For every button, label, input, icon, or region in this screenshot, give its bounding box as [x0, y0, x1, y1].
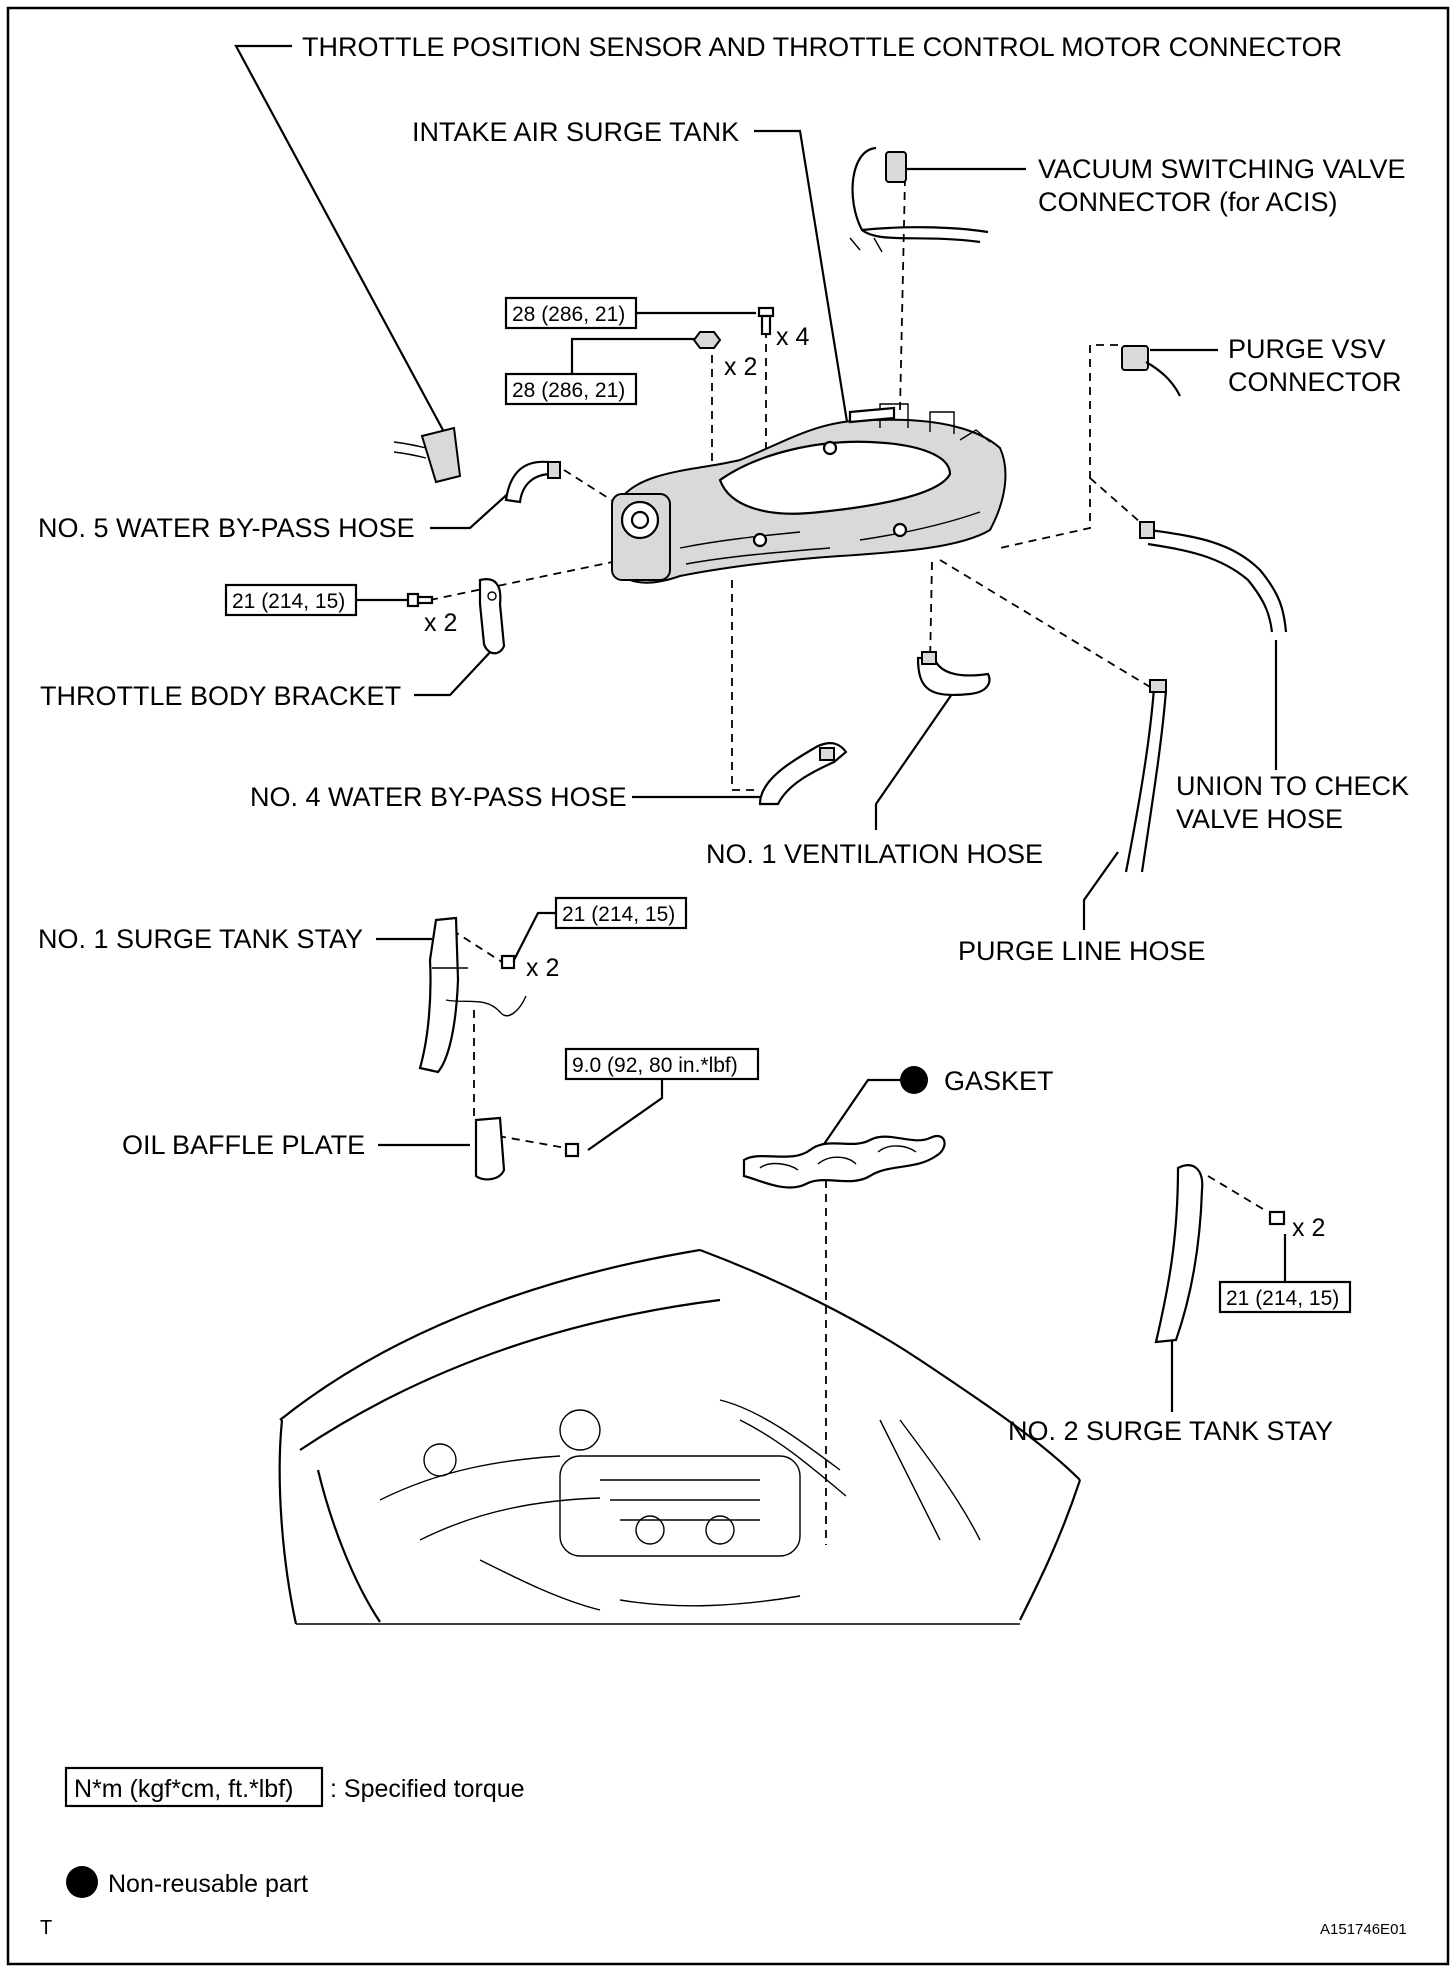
svg-text:9.0 (92, 80 in.*lbf): 9.0 (92, 80 in.*lbf): [572, 1054, 738, 1077]
purge-vsv-connector-part: [1121, 345, 1181, 397]
tps-connector-part: [393, 426, 462, 484]
svg-text:x 2: x 2: [724, 353, 757, 381]
label-purge-vsv-2: CONNECTOR: [1228, 367, 1402, 397]
svg-text:21 (214, 15): 21 (214, 15): [232, 590, 345, 613]
torque-box-no1-stay-bolt: 21 (214, 15) x 2: [513, 896, 688, 982]
label-no4-water-hose: NO. 4 WATER BY-PASS HOSE: [250, 782, 627, 812]
svg-text:28 (286, 21): 28 (286, 21): [512, 303, 625, 326]
label-vsv-acis-2: CONNECTOR (for ACIS): [1038, 187, 1338, 217]
corner-mark: T: [40, 1917, 52, 1939]
label-oil-baffle: OIL BAFFLE PLATE: [122, 1130, 365, 1160]
label-tps-connector: THROTTLE POSITION SENSOR AND THROTTLE CO…: [302, 32, 1342, 62]
svg-text:28 (286, 21): 28 (286, 21): [512, 379, 625, 402]
no1-stay-bolt-icon: [500, 954, 516, 970]
torque-box-bolt-x4: 28 (286, 21) x 4: [504, 296, 809, 351]
label-purge-vsv-1: PURGE VSV: [1228, 334, 1386, 364]
vsv-acis-connector-part: [849, 146, 989, 253]
svg-text:N*m (kgf*cm, ft.*lbf): N*m (kgf*cm, ft.*lbf): [74, 1775, 293, 1803]
leader-no1-ventilation-hose: [874, 693, 953, 830]
leader-surge-tank: [754, 129, 850, 429]
torque-box-baffle-bolt: 9.0 (92, 80 in.*lbf): [564, 1047, 760, 1151]
label-no1-ventilation-hose: NO. 1 VENTILATION HOSE: [706, 839, 1043, 869]
intake-surge-tank-part: [610, 403, 1007, 584]
label-no5-water-hose: NO. 5 WATER BY-PASS HOSE: [38, 513, 415, 543]
leader-gasket: [819, 1078, 900, 1151]
baffle-bolt-icon: [564, 1142, 580, 1158]
union-check-valve-hose-part: [1139, 521, 1288, 633]
page-frame: [6, 6, 1450, 1966]
nut-x2-icon: [692, 331, 722, 349]
no1-surge-tank-stay-part: [418, 916, 527, 1074]
no2-stay-bolt-icon: [1268, 1210, 1286, 1226]
no5-water-bypass-hose-part: [504, 460, 561, 504]
svg-text:: Specified torque: : Specified torque: [330, 1775, 525, 1803]
bolt-x4-icon: [757, 306, 775, 336]
svg-text:x 2: x 2: [424, 609, 457, 637]
label-no1-stay: NO. 1 SURGE TANK STAY: [38, 924, 363, 954]
torque-box-no2-stay-bolt: 21 (214, 15) x 2: [1218, 1214, 1352, 1314]
legend-nonreusable: Non-reusable part: [66, 1866, 308, 1898]
label-purge-line-hose: PURGE LINE HOSE: [958, 936, 1206, 966]
leader-no5-water-hose: [430, 489, 513, 530]
svg-text:x 2: x 2: [1292, 1214, 1325, 1242]
figure-id: A151746E01: [1320, 1921, 1407, 1938]
svg-text:21 (214, 15): 21 (214, 15): [562, 903, 675, 926]
nonreusable-legend-icon: [66, 1866, 98, 1898]
svg-text:x 4: x 4: [776, 323, 809, 351]
label-throttle-bracket: THROTTLE BODY BRACKET: [40, 681, 401, 711]
oil-baffle-plate-part: [474, 1116, 506, 1181]
label-union-check-1: UNION TO CHECK: [1176, 771, 1409, 801]
purge-line-hose-part: [1124, 679, 1168, 873]
label-no2-stay: NO. 2 SURGE TANK STAY: [1008, 1416, 1333, 1446]
label-vsv-acis-1: VACUUM SWITCHING VALVE: [1038, 154, 1406, 184]
torque-box-nut-x2: 28 (286, 21) x 2: [504, 337, 757, 406]
leader-purge-line-hose: [1082, 851, 1119, 930]
svg-text:21 (214, 15): 21 (214, 15): [1226, 1287, 1339, 1310]
bracket-bolt-icon: [406, 592, 434, 608]
torque-box-bracket-bolt: 21 (214, 15) x 2: [224, 583, 457, 637]
leader-throttle-bracket: [414, 647, 495, 697]
no1-ventilation-hose-part: [916, 651, 991, 696]
svg-text:Non-reusable part: Non-reusable part: [108, 1870, 308, 1898]
no2-surge-tank-stay-part: [1154, 1164, 1204, 1344]
leader-tps-connector: [234, 44, 445, 433]
throttle-body-bracket-part: [478, 578, 506, 655]
label-union-check-2: VALVE HOSE: [1176, 804, 1343, 834]
no4-water-bypass-hose-part: [758, 742, 848, 806]
gasket-part: [742, 1135, 946, 1189]
label-surge-tank: INTAKE AIR SURGE TANK: [412, 117, 739, 147]
svg-text:x 2: x 2: [526, 954, 559, 982]
label-gasket: GASKET: [944, 1066, 1054, 1096]
nonreusable-mark-gasket: [900, 1066, 928, 1094]
engine-compartment-illustration: [278, 1248, 1082, 1625]
legend-torque: N*m (kgf*cm, ft.*lbf) : Specified torque: [64, 1766, 525, 1808]
